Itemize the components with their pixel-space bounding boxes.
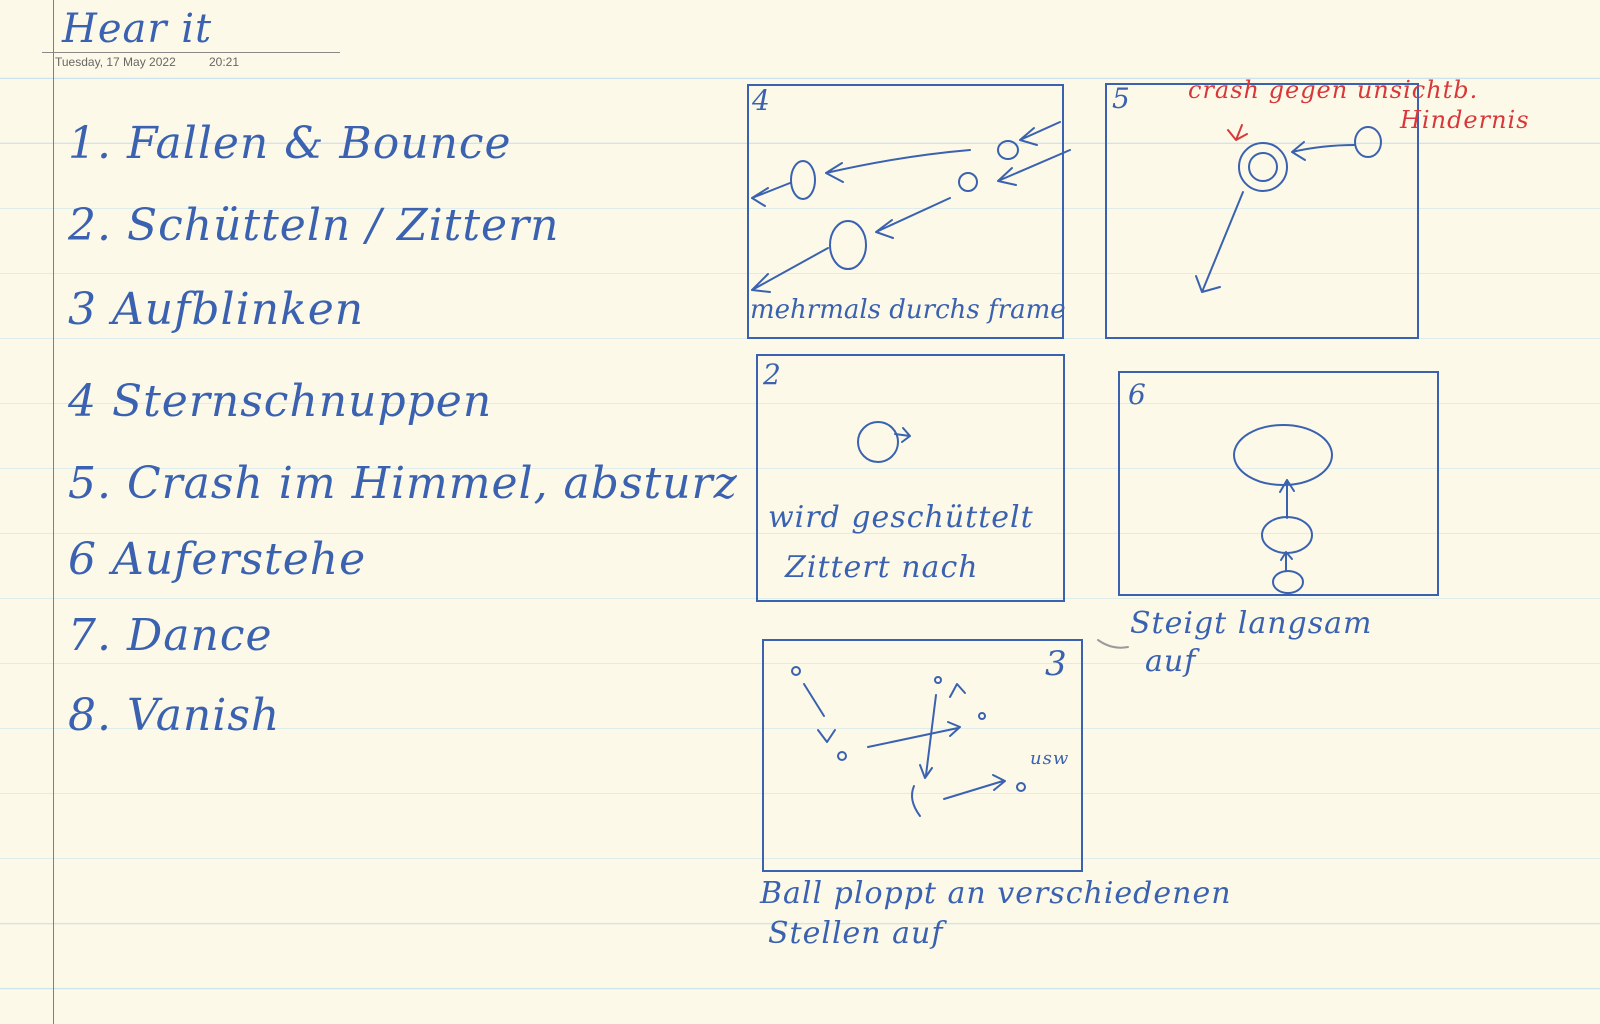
frame-caption: Zittert nach — [785, 550, 979, 585]
frame-number: 5 — [1112, 82, 1130, 115]
note-time: 20:21 — [209, 55, 240, 69]
crash-sketch — [1195, 126, 1382, 293]
frame-number: 3 — [1045, 644, 1067, 684]
page-margin-line — [53, 0, 54, 1024]
shooting-star-sketch — [751, 121, 1071, 293]
sketch-frame-5 — [1105, 83, 1419, 339]
list-item: 4 Sternschnuppen — [68, 376, 493, 427]
list-item: 7. Dance — [68, 610, 273, 661]
sketch-frame-3 — [762, 639, 1083, 872]
frame-caption: Stellen auf — [768, 916, 944, 951]
list-item: 6 Auferstehe — [68, 534, 367, 585]
list-item: 3 Aufblinken — [68, 284, 365, 335]
list-item: 8. Vanish — [68, 690, 281, 741]
frame-annotation: Hindernis — [1400, 106, 1530, 134]
sketch-frame-6 — [1118, 371, 1439, 596]
title-underline — [42, 52, 340, 53]
note-date: Tuesday, 17 May 2022 — [55, 55, 176, 69]
pop-sketch — [791, 666, 1026, 817]
frame-inner-note: usw — [1030, 748, 1070, 769]
frame-caption: wird geschüttelt — [768, 500, 1034, 535]
frame-number: 4 — [752, 84, 770, 117]
frame-annotation: crash gegen unsichtb. — [1188, 76, 1479, 104]
frame-caption: mehrmals durchs frame — [750, 295, 1066, 325]
frame-caption: auf — [1145, 644, 1197, 679]
sketch-frame-2 — [756, 354, 1065, 602]
list-item: 2. Schütteln / Zittern — [68, 200, 560, 251]
list-item: 5. Crash im Himmel, absturz — [68, 458, 738, 509]
list-item: 1. Fallen & Bounce — [68, 118, 512, 169]
shake-sketch — [857, 421, 911, 463]
frame-caption: Ball ploppt an verschiedenen — [760, 876, 1232, 911]
rise-sketch — [1233, 424, 1333, 594]
frame-number: 6 — [1128, 378, 1146, 411]
frame-number: 2 — [763, 358, 781, 391]
frame-caption: Steigt langsam — [1130, 606, 1373, 641]
page-title: Hear it — [62, 6, 213, 52]
sketch-frame-4 — [747, 84, 1064, 339]
